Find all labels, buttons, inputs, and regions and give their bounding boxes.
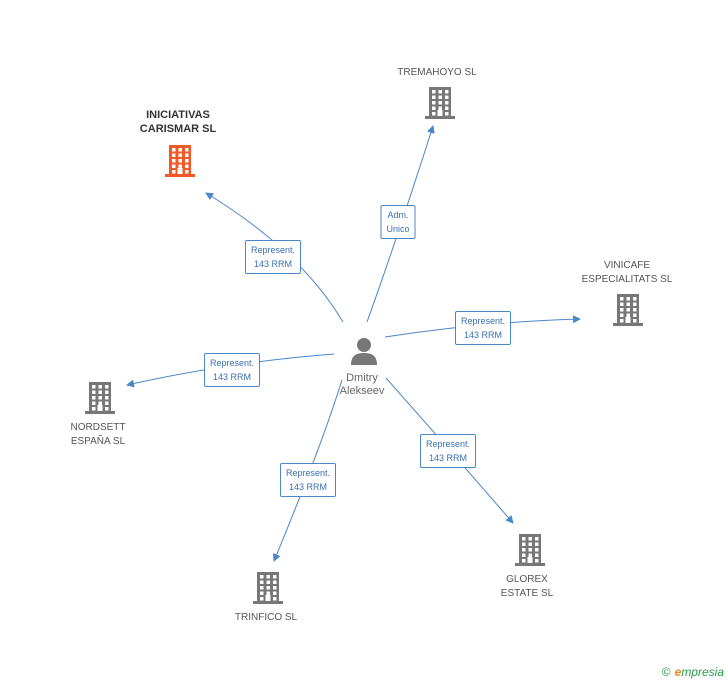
company-name-line1: TRINFICO SL (234, 612, 298, 623)
company-name-line2: ESPECIALITATS SL (581, 274, 673, 285)
building-icon[interactable] (253, 572, 283, 604)
footer-brand[interactable]: ©empresia (662, 665, 724, 679)
company-name-line1: INICIATIVAS (146, 109, 210, 121)
company-label-vinicafe[interactable]: VINICAFE ESPECIALITATS SL (582, 259, 673, 287)
company-label-glorex[interactable]: GLOREX ESTATE SL (501, 573, 553, 601)
company-label-tremahoyo[interactable]: TREMAHOYO SL (397, 66, 476, 80)
relation-detail: 143 RRM (212, 372, 251, 382)
brand-name: mpresia (681, 665, 724, 679)
company-name-line2: ESPAÑA SL (70, 436, 126, 447)
building-icon[interactable] (425, 87, 455, 119)
company-label-trinfico[interactable]: TRINFICO SL (235, 611, 297, 625)
relation-detail: 143 RRM (253, 259, 292, 269)
relation-detail: 143 RRM (288, 482, 327, 492)
relation-type: Represent. (250, 245, 296, 255)
company-name-line2: ESTATE SL (500, 588, 554, 599)
relation-label-trinfico[interactable]: Represent. 143 RRM (279, 463, 337, 497)
company-name-line1: TREMAHOYO SL (397, 67, 477, 78)
copyright-icon: © (661, 665, 671, 679)
company-label-iniciativas[interactable]: INICIATIVAS CARISMAR SL (140, 108, 216, 136)
person-icon (351, 338, 377, 365)
relation-type: Adm. (387, 210, 409, 220)
relation-type: Represent. (425, 439, 471, 449)
person-last-name: Alekseev (339, 385, 385, 397)
relation-detail: Unico (386, 224, 410, 234)
company-name-line1: GLOREX (506, 574, 548, 585)
company-name-line1: VINICAFE (603, 260, 651, 271)
relation-type: Represent. (285, 468, 331, 478)
relation-type: Represent. (460, 316, 506, 326)
relation-type: Represent. (209, 358, 255, 368)
relation-detail: 143 RRM (463, 330, 502, 340)
relation-label-tremahoyo[interactable]: Adm. Unico (380, 205, 416, 239)
building-icon[interactable] (613, 294, 643, 326)
company-label-nordsett[interactable]: NORDSETT ESPAÑA SL (71, 421, 126, 449)
relation-label-nordsett[interactable]: Represent. 143 RRM (203, 353, 261, 387)
person-name: Dmitry Alekseev (340, 372, 385, 398)
building-icon[interactable] (85, 382, 115, 414)
brand-initial: e (674, 665, 682, 679)
building-icon[interactable] (165, 145, 195, 177)
relation-detail: 143 RRM (428, 453, 467, 463)
company-name-line2: CARISMAR SL (139, 123, 217, 135)
relation-label-glorex[interactable]: Represent. 143 RRM (419, 434, 477, 468)
relation-label-vinicafe[interactable]: Represent. 143 RRM (454, 311, 512, 345)
building-icon[interactable] (515, 534, 545, 566)
person-first-name: Dmitry (346, 372, 378, 384)
company-name-line1: NORDSETT (70, 422, 126, 433)
edge-trinfico (272, 379, 343, 562)
relation-label-iniciativas[interactable]: Represent. 143 RRM (244, 240, 302, 274)
